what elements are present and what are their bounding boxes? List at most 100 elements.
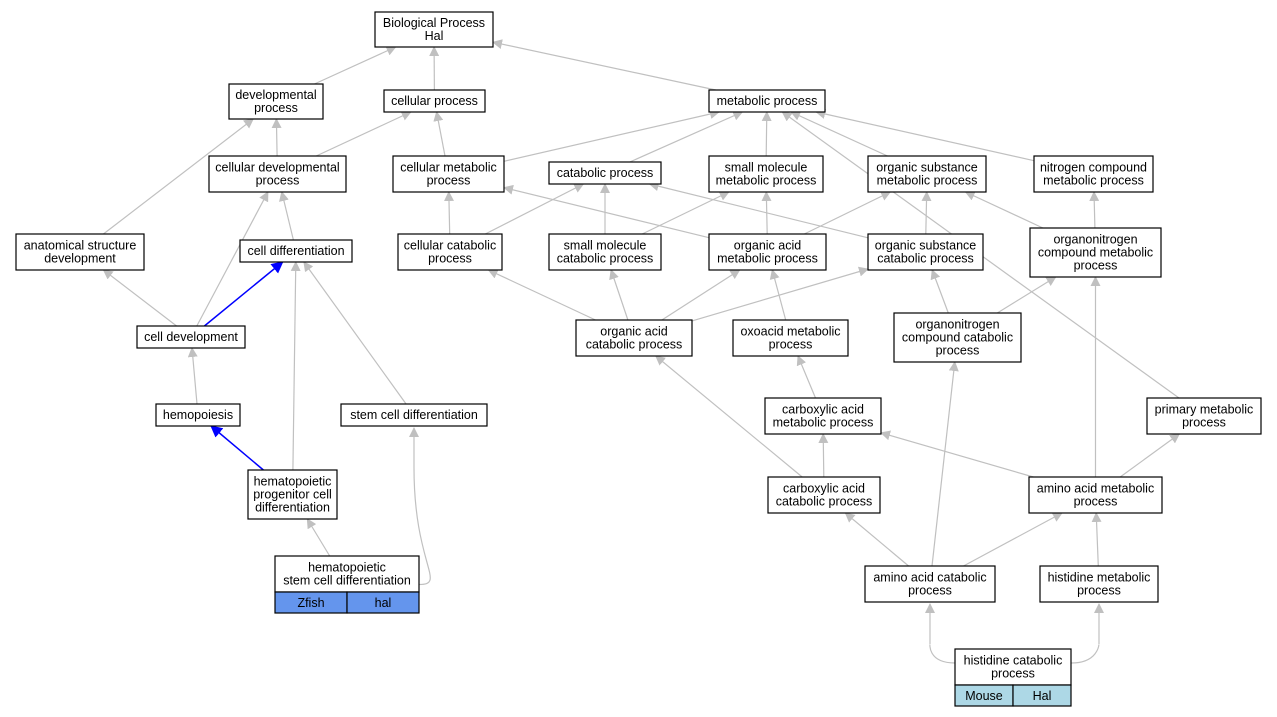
edge-hismet-to-aamet: [1091, 512, 1102, 567]
node-box: [767, 476, 881, 514]
node-label: stem cell differentiation: [350, 408, 478, 422]
edge-smmetab-to-metab: [761, 111, 772, 157]
node-stemdiff[interactable]: stem cell differentiation: [340, 403, 488, 427]
edge-hscdiff-to-hpcdiff: [306, 518, 331, 557]
annotation-cell-hal: [346, 591, 420, 614]
node-box: [1028, 476, 1163, 514]
node-label: process: [908, 584, 952, 598]
node-label: histidine catabolic: [964, 654, 1063, 668]
node-metab[interactable]: metabolic process: [708, 89, 826, 113]
edge-hscdiff-to-stemdiff: [409, 427, 431, 586]
edge-onmet-to-nitrocomp: [1089, 191, 1100, 229]
node-label: organic substance: [875, 239, 977, 253]
node-label: progenitor cell: [253, 488, 332, 502]
node-label: process: [769, 338, 813, 352]
edge-hpcdiff-to-celldiff: [290, 261, 301, 471]
node-celldiff[interactable]: cell differentiation: [239, 239, 353, 263]
node-box: [708, 233, 827, 271]
edge-dev-to-bp: [314, 46, 397, 85]
node-label: organonitrogen: [1053, 233, 1137, 247]
node-box: [708, 155, 824, 193]
node-label: process: [1074, 495, 1118, 509]
node-hemo[interactable]: hemopoiesis: [155, 403, 241, 427]
node-catab[interactable]: catabolic process: [548, 161, 662, 185]
node-box: [228, 83, 324, 120]
edge-celldevproc-to-dev: [271, 118, 282, 157]
edge-cellcatab-to-catab: [485, 183, 585, 235]
edge-cellmetab-to-metab: [503, 109, 720, 162]
node-label: organonitrogen: [915, 318, 999, 332]
edge-onmet-to-orgsubmetab: [964, 191, 1044, 229]
node-box: [575, 319, 693, 357]
node-box: [1146, 397, 1262, 435]
edge-oacatab-to-orgsubcatab: [691, 266, 869, 322]
node-box: [374, 11, 494, 48]
node-box: [136, 325, 246, 349]
node-label: process: [428, 252, 472, 266]
node-label: compound catabolic: [902, 331, 1013, 345]
node-label: anatomical structure: [24, 239, 137, 253]
node-box: [708, 89, 826, 113]
node-label: development: [44, 252, 116, 266]
node-label: nitrogen compound: [1040, 161, 1147, 175]
edge-aacatab-to-carbcatab: [844, 512, 909, 567]
edge-hpcdiff-to-hemo: [210, 425, 264, 471]
edge-catab-to-metab: [629, 111, 744, 163]
edge-oacatab-to-cellcatab: [487, 269, 596, 321]
edge-carbcatab-to-carbmet: [818, 433, 829, 478]
node-label: carboxylic acid: [782, 403, 864, 417]
node-label: stem cell differentiation: [283, 574, 411, 588]
edge-aacatab-to-oncatab: [931, 361, 959, 567]
edge-orgsubmetab-to-metab: [790, 111, 888, 157]
node-box: [155, 403, 241, 427]
node-box: [954, 648, 1072, 686]
edge-oamet-to-orgsubmetab: [804, 191, 892, 235]
node-label: metabolic process: [717, 252, 818, 266]
edge-celldevproc-to-cellproc: [315, 111, 412, 157]
edge-oxo-to-oamet: [769, 269, 787, 321]
edge-carbmet-to-oxo: [796, 355, 817, 399]
node-label: organic acid: [734, 239, 801, 253]
node-box: [548, 233, 662, 271]
edge-cellcatab-to-cellmetab: [443, 191, 454, 235]
node-celldevel[interactable]: cell development: [136, 325, 246, 349]
node-label: catabolic process: [877, 252, 974, 266]
edge-cellmetab-to-cellproc: [433, 111, 446, 157]
edge-oamet-to-cellmetab: [503, 184, 710, 239]
edge-celldevel-to-celldiff: [203, 261, 284, 327]
node-box: [1039, 565, 1159, 603]
node-label: cellular developmental: [215, 161, 339, 175]
edge-aamet-to-primmet: [1119, 433, 1181, 478]
node-label: process: [936, 344, 980, 358]
node-label: catabolic process: [557, 252, 654, 266]
node-cellproc[interactable]: cellular process: [383, 89, 486, 113]
node-label: organic substance: [876, 161, 978, 175]
edge-celldevel-to-celldevproc: [196, 191, 269, 327]
